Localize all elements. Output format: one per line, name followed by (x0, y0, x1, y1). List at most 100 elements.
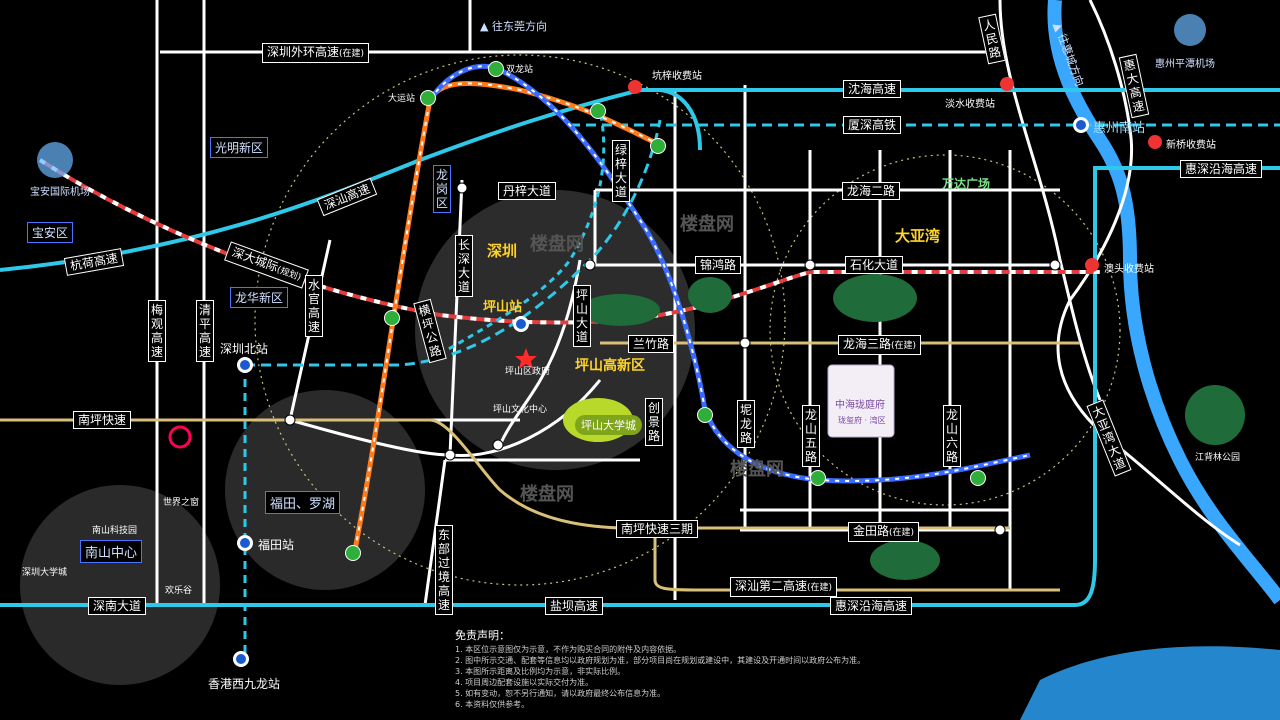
culture-center-label: 坪山文化中心 (493, 405, 548, 415)
pingshan-circle (415, 190, 695, 470)
park-icon (688, 277, 732, 313)
futian-district: 福田、罗湖 (265, 491, 341, 514)
lvpi-label: 绿梓大道 (612, 140, 630, 202)
futian-station-icon (237, 535, 253, 551)
longhai3-label: 龙海三路(在建) (838, 335, 922, 355)
metro-icon (590, 103, 606, 119)
metro-icon (384, 310, 400, 326)
disclaimer-line: 3. 本图所示距离及比例均为示意，非实际比例。 (455, 667, 626, 676)
baoan-district: 宝安区 (27, 222, 74, 243)
dalong-label: 坭龙路 (737, 400, 755, 448)
nanshan-district: 南山中心 (80, 540, 143, 563)
metro-icon (970, 470, 986, 486)
project-name: 中海珑庭府 (835, 400, 885, 411)
shenzhen-north-station-icon (237, 357, 253, 373)
north-dongguan-direction: ▲ 往东莞方向 (480, 20, 547, 33)
disclaimer-line: 4. 项目周边配套设施以实际交付为准。 (455, 678, 594, 687)
wanda-label: 万达广场 (942, 177, 991, 191)
disclaimer-line: 2. 图中所示交通、配套等信息均以政府规划为准，部分项目尚在规划或建设中，其建设… (455, 656, 866, 665)
qingping-label: 清平高速 (196, 300, 214, 362)
metro-icon (650, 138, 666, 154)
river (1047, 0, 1280, 605)
huizhou-airport-label: 惠州平潭机场 (1155, 59, 1215, 70)
jintian-label: 金田路(在建) (848, 522, 920, 542)
park-icon (1185, 385, 1245, 445)
nanping3-label: 南坪快速三期 (616, 520, 699, 538)
longgang-district: 龙岗区 (433, 165, 451, 213)
shenshan2-label: 深汕第二高速(在建) (730, 577, 838, 597)
project-box (827, 364, 895, 438)
nanshan-circle (20, 485, 220, 685)
danzi-label: 丹梓大道 (498, 182, 557, 200)
toll-icon (1000, 77, 1014, 91)
toll-icon (628, 80, 642, 94)
huizhou-south-station-icon (1073, 117, 1089, 133)
disclaimer-line: 1. 本区位示意图仅为示意，不作为购买合同的附件及内容依据。 (455, 645, 682, 654)
metro-icon (345, 545, 361, 561)
dayawan-ring (769, 154, 1121, 506)
changshen-label: 长深大道 (455, 235, 473, 297)
pingshan-station-label: 坪山站 (483, 300, 523, 315)
jiangbei-park-label: 江背林公园 (1195, 453, 1241, 463)
project-sub: 珑玺府 · 湾区 (838, 416, 886, 425)
nanshan-tech-label: 南山科技园 (92, 526, 138, 536)
longshan5-label: 龙山五路 (802, 405, 820, 467)
shennan-label: 深南大道 (88, 597, 147, 615)
hitech-zone-label: 坪山高新区 (575, 358, 645, 374)
metro-icon (488, 61, 504, 77)
kengzi-toll-label: 坑梓收费站 (652, 71, 702, 82)
outer-ring-label: 深圳外环高速(在建) (262, 43, 370, 63)
sea-area (1020, 646, 1280, 720)
gov-label: 坪山区政府 (505, 367, 551, 377)
shenhai-label: 沈海高速 (843, 80, 902, 98)
dayawan-label: 大亚湾 (895, 227, 941, 245)
dongbu-label: 东部过境高速 (435, 525, 453, 615)
huizhou-south-label: 惠州南站 (1093, 121, 1146, 136)
shuanglong-label: 双龙站 (506, 65, 534, 75)
metro-icon (420, 90, 436, 106)
longhai2-label: 龙海二路 (842, 182, 901, 200)
window-world-label: 世界之窗 (163, 498, 200, 508)
huishen-coastal-bottom-label: 惠深沿海高速 (830, 597, 913, 615)
pingshan-station-icon (513, 316, 529, 332)
dayun-label: 大运站 (388, 94, 416, 104)
nanping-label: 南坪快速 (73, 411, 132, 429)
pingshan-ave-label: 坪山大道 (573, 285, 591, 347)
futian-station-label: 福田站 (258, 538, 295, 552)
guangming-district: 光明新区 (210, 137, 269, 158)
lanzhu-label: 兰竹路 (628, 335, 675, 353)
park-icon (580, 294, 660, 326)
toll-icon (1148, 135, 1162, 149)
shenzhen-north-label: 深圳北站 (220, 342, 269, 356)
metro-icon (697, 407, 713, 423)
longshan6-label: 龙山六路 (943, 405, 961, 467)
disclaimer-line: 6. 本资料仅供参考。 (455, 700, 530, 709)
ferris-wheel-icon (168, 425, 192, 449)
xinqiao-toll-label: 新桥收费站 (1166, 140, 1216, 151)
shenzhen-univ-label: 深圳大学城 (22, 568, 68, 578)
danshui-toll-label: 淡水收费站 (945, 99, 995, 110)
metro-icon (810, 470, 826, 486)
disclaimer: 免责声明： 1. 本区位示意图仅为示意，不作为购买合同的附件及内容依据。 2. … (455, 630, 865, 710)
airport-globe-icon (37, 142, 73, 178)
shihua-label: 石化大道 (845, 256, 904, 274)
disclaimer-line: 5. 如有变动，恕不另行通知，请以政府最终公布信息为准。 (455, 689, 666, 698)
chuangjing-label: 创景路 (645, 398, 663, 446)
tiancheng-label: 锦鸿路 (695, 256, 742, 274)
toll-icon (1085, 258, 1099, 272)
happy-valley-label: 欢乐谷 (165, 586, 193, 596)
park-icon (833, 274, 917, 322)
longhua-district: 龙华新区 (230, 287, 289, 308)
watermark: 楼盘网 (530, 234, 584, 255)
shenzhen-ring (254, 54, 786, 586)
baoan-airport-label: 宝安国际机场 (30, 187, 90, 198)
xiashen-rail-label: 厦深高铁 (843, 116, 902, 134)
aotou-toll-label: 澳头收费站 (1104, 264, 1154, 275)
univ-badge: 坪山大学城 (575, 415, 642, 435)
hk-station-icon (233, 651, 249, 667)
watermark: 楼盘网 (520, 484, 574, 505)
watermark: 楼盘网 (680, 214, 734, 235)
huishen-coastal-top-label: 惠深沿海高速 (1180, 160, 1263, 178)
